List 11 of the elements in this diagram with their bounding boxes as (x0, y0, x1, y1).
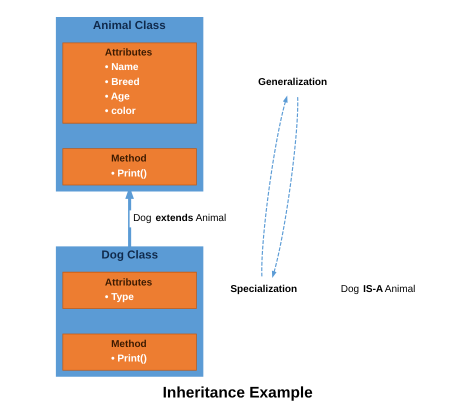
label: Dog IS-A Animal (340, 284, 415, 296)
node-box: Method • Print() (62, 334, 196, 371)
node-text: Specialization (230, 284, 297, 296)
caption: Inheritance Example (162, 384, 312, 402)
arrow (271, 97, 298, 278)
node-box: Method • Print() (62, 148, 196, 186)
edge-label: Dog extends Animal (132, 212, 226, 224)
node-text: Generalization (258, 76, 327, 88)
node-box: Attributes • Name • Breed • Age • color (62, 42, 196, 124)
node-box: Attributes • Type (62, 272, 196, 309)
arrow (260, 95, 288, 276)
